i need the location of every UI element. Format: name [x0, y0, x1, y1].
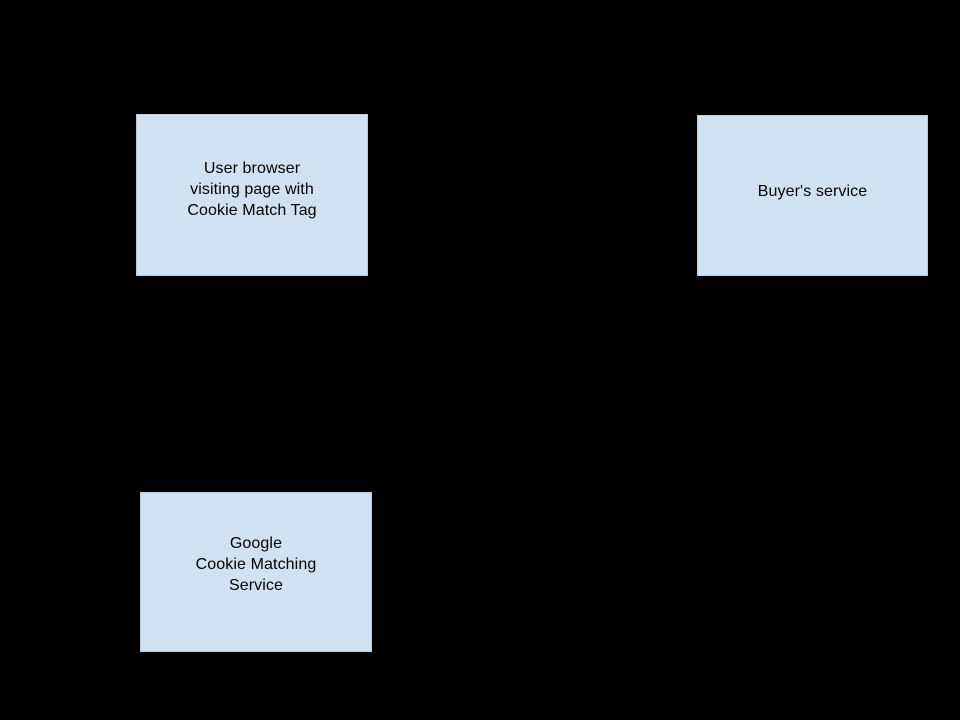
node-user-browser-label: User browser visiting page with Cookie M… [187, 160, 317, 219]
node-google-cookie-matching-service[interactable]: Google Cookie Matching Service [140, 492, 372, 652]
node-buyer-service-label: Buyer's service [757, 183, 868, 200]
node-user-browser[interactable]: User browser visiting page with Cookie M… [136, 114, 368, 276]
node-google-cookie-matching-service-label: Google Cookie Matching Service [195, 535, 317, 594]
node-buyer-service[interactable]: Buyer's service [697, 115, 928, 276]
